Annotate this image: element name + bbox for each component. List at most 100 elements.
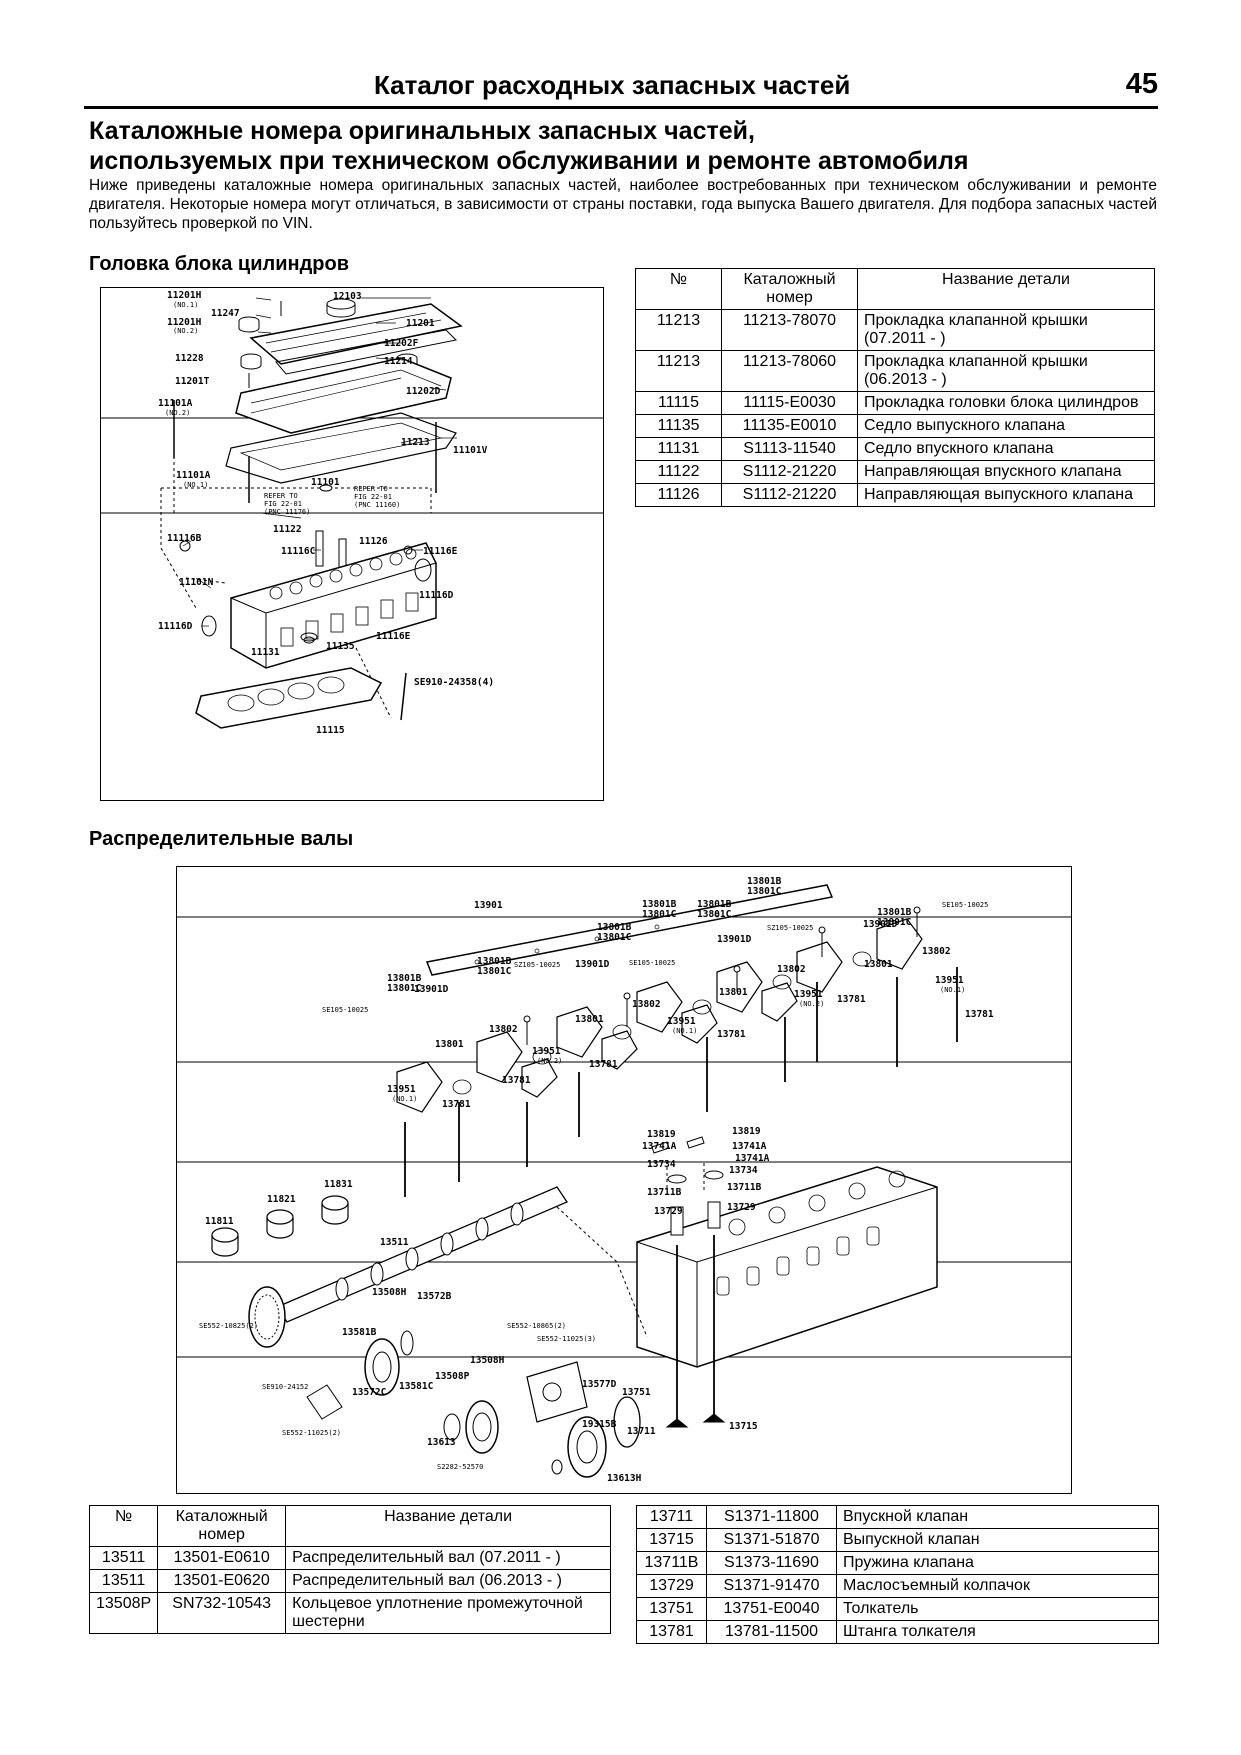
fig2-label: SE910-24152 <box>262 1383 308 1391</box>
cell-catalog: S1112-21220 <box>721 460 858 484</box>
cell-name: Седло впускного клапана <box>857 437 1155 461</box>
fig2-label: 13801C <box>747 886 782 897</box>
fig2-label: 13802 <box>632 999 661 1010</box>
fig1-label: 11247 <box>211 308 240 319</box>
cell-catalog: SN732-10543 <box>157 1592 287 1634</box>
fig1-label: REFER TO <box>354 485 388 493</box>
fig1-label: 11101N <box>179 577 214 588</box>
fig1-label: 11131 <box>251 647 280 658</box>
fig2-label: 13508P <box>435 1371 470 1382</box>
fig2-label: (NO.1) <box>392 1095 417 1103</box>
fig2-label: 13729 <box>727 1202 756 1213</box>
cell-catalog: S1113-11540 <box>721 437 858 461</box>
fig2-label: SZ105-10025 <box>514 961 560 969</box>
fig1-label: (NO.2) <box>173 327 198 335</box>
fig2-label: 13508H <box>470 1355 505 1366</box>
cell-no: 13511 <box>88 1546 159 1570</box>
fig1-label: 11201H <box>167 317 202 328</box>
fig2-label: 13901D <box>863 919 898 930</box>
fig2-label: 13801B <box>597 922 632 933</box>
fig2-label: SE552-11025(2) <box>282 1429 341 1437</box>
fig1-label: 11116B <box>167 533 202 544</box>
cell-no: 13751 <box>636 1597 707 1621</box>
fig1-label: 11202D <box>406 386 441 397</box>
fig2-label: 13801C <box>642 909 677 920</box>
fig1-label: 11201H <box>167 290 202 301</box>
fig2-label: 13801 <box>575 1014 604 1025</box>
fig2-label: 13901D <box>575 959 610 970</box>
cell-name: Прокладка клапанной крышки (06.2013 - ) <box>857 350 1155 392</box>
column-header-name: Название детали <box>857 268 1155 310</box>
fig2-label: 13581C <box>399 1381 434 1392</box>
fig2-label: 13802 <box>777 964 806 975</box>
fig2-label: 13901D <box>717 934 752 945</box>
fig2-label: 13781 <box>502 1075 531 1086</box>
fig2-label: 13711B <box>727 1182 762 1193</box>
cell-no: 13711B <box>636 1551 707 1575</box>
cell-no: 11122 <box>635 460 722 484</box>
column-header-catalog: Каталожный номер <box>157 1505 287 1547</box>
fig2-label: 13734 <box>647 1159 676 1170</box>
fig2-label: 13802 <box>489 1024 518 1035</box>
fig2-label: 13802 <box>922 946 951 957</box>
fig2-label: 13511 <box>380 1237 409 1248</box>
fig2-label: 13901 <box>474 900 503 911</box>
cell-catalog: 11213-78070 <box>721 309 858 351</box>
fig1-label: FIG 22-01 <box>354 493 392 501</box>
fig2-label: 13581B <box>342 1327 377 1338</box>
fig2-label: 13951 <box>794 989 823 1000</box>
fig2-label: 13801 <box>719 987 748 998</box>
fig2-label: 13819 <box>647 1129 676 1140</box>
column-header-no: № <box>635 268 722 310</box>
cell-catalog: 11213-78060 <box>721 350 858 392</box>
fig2-label: 13741A <box>735 1153 770 1164</box>
cell-name: Пружина клапана <box>836 1551 1159 1575</box>
fig2-label: SE105-10025 <box>322 1006 368 1014</box>
fig2-label: 13801B <box>697 899 732 910</box>
cell-name: Толкатель <box>836 1597 1159 1621</box>
cell-no: 11115 <box>635 391 722 415</box>
cylinder-head-diagram: 11201H (NO.1) 11247 11201H (NO.2) 11228 … <box>100 287 604 801</box>
section-title-cylinder-head: Головка блока цилиндров <box>89 253 349 275</box>
fig2-label: 11831 <box>324 1179 353 1190</box>
fig2-label: 13801B <box>642 899 677 910</box>
table-header-row: № Каталожный номер Название детали <box>635 268 1155 310</box>
fig2-label: 13801 <box>864 959 893 970</box>
cell-name: Штанга толкателя <box>836 1620 1159 1644</box>
cell-name: Маслосъемный колпачок <box>836 1574 1159 1598</box>
cell-catalog: 13501-E0610 <box>157 1546 287 1570</box>
main-title-line-2: используемых при техническом обслуживани… <box>89 147 969 175</box>
column-header-name: Название детали <box>285 1505 611 1547</box>
fig1-label: SE910-24358(4) <box>414 677 494 688</box>
fig2-label: SE105-10025 <box>629 959 675 967</box>
fig2-label: 13734 <box>729 1165 758 1176</box>
fig2-label: 13801C <box>597 932 632 943</box>
page-header: Каталог расходных запасных частей 45 <box>84 64 1158 109</box>
fig1-label: 11101A <box>158 398 193 409</box>
fig2-label: 13711B <box>647 1187 682 1198</box>
cam-parts-table-left: № Каталожный номер Название детали 13511… <box>88 1505 611 1634</box>
fig1-label: (NO.2) <box>165 409 190 417</box>
cell-catalog: S1371-11800 <box>706 1505 837 1529</box>
fig2-label: 13508H <box>372 1287 407 1298</box>
cell-name: Кольцевое уплотнение промежуточной шесте… <box>285 1592 611 1634</box>
cell-name: Впускной клапан <box>836 1505 1159 1529</box>
fig2-label: 13741A <box>732 1141 767 1152</box>
section-title-camshafts: Распределительные валы <box>89 828 354 850</box>
cell-catalog: 13751-E0040 <box>706 1597 837 1621</box>
fig2-label: 13801 <box>435 1039 464 1050</box>
cell-no: 13781 <box>636 1620 707 1644</box>
fig1-label: 11135 <box>326 641 355 652</box>
fig2-label: 13801C <box>477 966 512 977</box>
fig2-label: SE552-10825(2) <box>199 1322 258 1330</box>
fig2-label: 13715 <box>729 1421 758 1432</box>
fig2-label: 13572C <box>352 1387 387 1398</box>
fig2-label: (NO.1) <box>672 1027 697 1035</box>
fig2-label: 13801B <box>877 907 912 918</box>
